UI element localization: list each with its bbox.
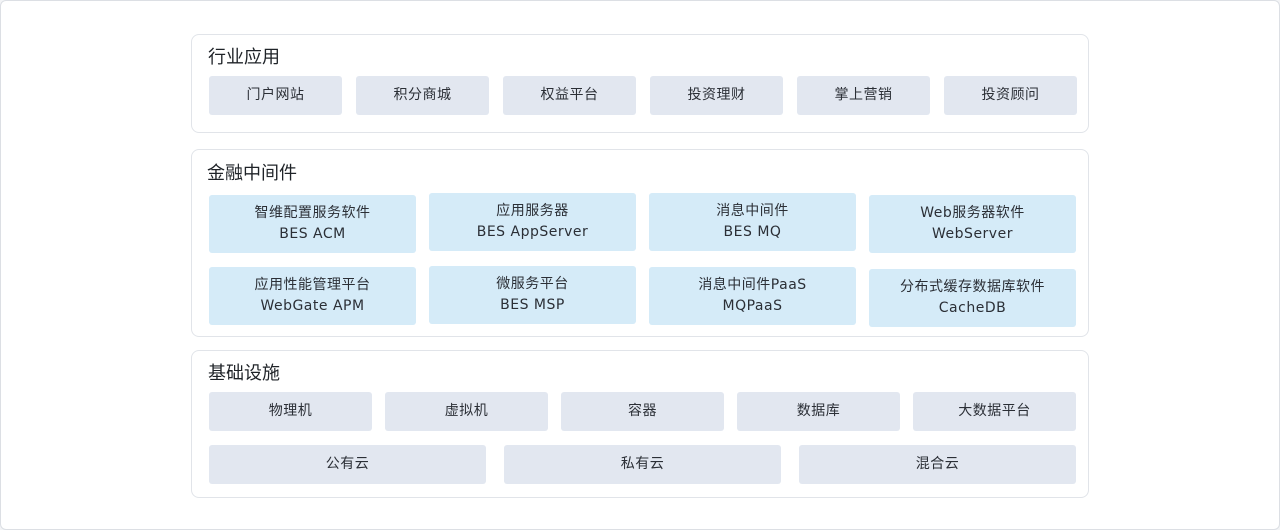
tile-acm: 智维配置服务软件 BES ACM	[209, 195, 416, 253]
tile-rights-platform: 权益平台	[503, 76, 636, 115]
tile-public-cloud: 公有云	[209, 445, 486, 484]
tile-points-mall: 积分商城	[356, 76, 489, 115]
tile-database: 数据库	[737, 392, 900, 431]
panel-title-industry: 行业应用	[208, 47, 280, 68]
tile-investment-advisor: 投资顾问	[944, 76, 1077, 115]
tile-portal: 门户网站	[209, 76, 342, 115]
tile-cachedb: 分布式缓存数据库软件 CacheDB	[869, 269, 1076, 327]
tile-mobile-marketing: 掌上营销	[797, 76, 930, 115]
tile-big-data-platform: 大数据平台	[913, 392, 1076, 431]
tile-virtual-machine: 虚拟机	[385, 392, 548, 431]
panel-infrastructure: 基础设施 物理机 虚拟机 容器 数据库 大数据平台 公有云 私有云 混合云	[191, 350, 1089, 498]
tile-webserver: Web服务器软件 WebServer	[869, 195, 1076, 253]
tile-wealth-management: 投资理财	[650, 76, 783, 115]
tile-physical-machine: 物理机	[209, 392, 372, 431]
tile-appserver: 应用服务器 BES AppServer	[429, 193, 636, 251]
panel-title-infrastructure: 基础设施	[208, 363, 280, 384]
tile-container: 容器	[561, 392, 724, 431]
tile-hybrid-cloud: 混合云	[799, 445, 1076, 484]
panel-industry-applications: 行业应用 门户网站 积分商城 权益平台 投资理财 掌上营销 投资顾问	[191, 34, 1089, 133]
panel-financial-middleware: 金融中间件 智维配置服务软件 BES ACM 应用服务器 BES AppServ…	[191, 149, 1089, 337]
tile-mqpaas: 消息中间件PaaS MQPaaS	[649, 267, 856, 325]
tile-mq: 消息中间件 BES MQ	[649, 193, 856, 251]
panel-title-middleware: 金融中间件	[207, 163, 297, 184]
tile-apm: 应用性能管理平台 WebGate APM	[209, 267, 416, 325]
tile-msp: 微服务平台 BES MSP	[429, 266, 636, 324]
tile-private-cloud: 私有云	[504, 445, 781, 484]
